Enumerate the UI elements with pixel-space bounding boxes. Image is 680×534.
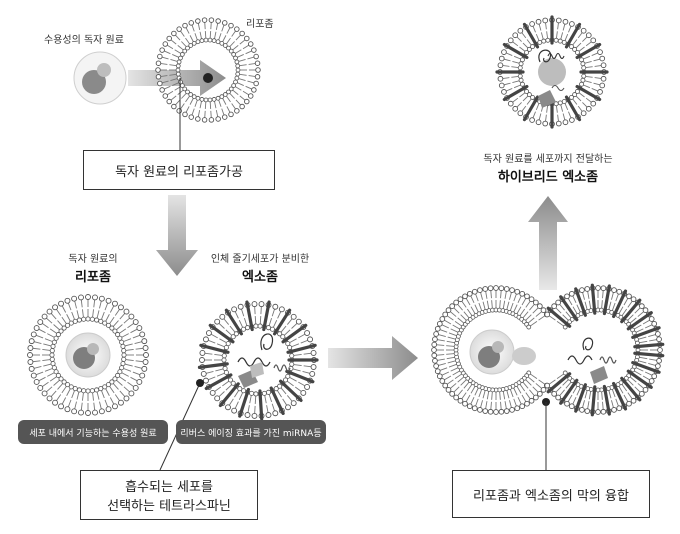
- label-deliver-line2: 하이브리드 엑소좀: [497, 170, 599, 185]
- toxin-vesicle: [73, 51, 127, 105]
- label-toxin-liposome-line1: 독자 원료의: [68, 254, 118, 265]
- pill-mirna: 리버스 에이징 효과를 가진 miRNA등: [176, 420, 326, 444]
- label-toxin-liposome-line2: 리포좀: [75, 270, 111, 285]
- label-water-soluble-toxin: 수용성의 독자 원료: [44, 35, 124, 46]
- exosome-membrane: [197, 300, 319, 421]
- fusion-cargo: [469, 329, 617, 384]
- arrow-up: [528, 196, 568, 290]
- hybrid-cargo: [538, 49, 566, 108]
- box-liposome-processing: 독자 원료의 리포좀가공: [83, 150, 275, 190]
- pill-water-soluble-in-cell: 세포 내에서 기능하는 수용성 원료: [18, 420, 168, 444]
- tetraspanin-pointer-dot: [196, 379, 204, 387]
- hybrid-exosome-membrane: [495, 15, 609, 129]
- label-exosome-line2: 엑소좀: [242, 270, 278, 285]
- box-tetraspanin-line2: 선택하는 테트라스파닌: [107, 499, 231, 514]
- arrow-down: [156, 195, 198, 276]
- label-exosome-line1: 인체 줄기세포가 분비한: [210, 254, 310, 265]
- arrow-right: [328, 336, 418, 380]
- box-tetraspanin: 흡수되는 세포를 선택하는 테트라스파닌: [80, 470, 258, 520]
- liposome-membrane-top: [155, 17, 261, 123]
- box-tetraspanin-line1: 흡수되는 세포를: [125, 480, 213, 495]
- liposome-pointer-dot: [203, 73, 213, 83]
- label-liposome-top: 리포좀: [246, 19, 274, 30]
- toxin-core: [65, 332, 111, 378]
- box-membrane-fusion: 리포좀과 엑소좀의 막의 융합: [452, 470, 650, 518]
- exosome-cargo: [237, 333, 291, 388]
- fusion-membrane: [431, 283, 665, 417]
- label-deliver-line1: 독자 원료를 세포까지 전달하는: [483, 154, 613, 165]
- liposome-membrane-toxin: [27, 294, 149, 416]
